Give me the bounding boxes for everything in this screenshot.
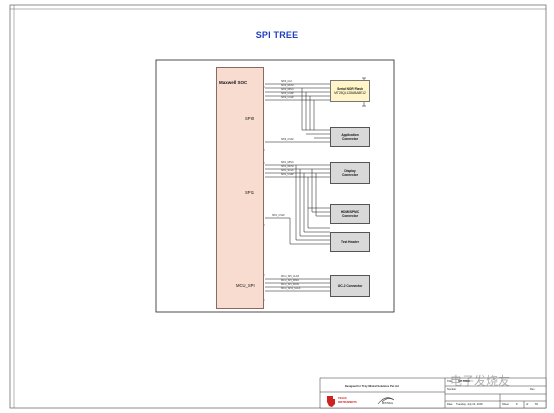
port-label-mcu-spi: MCU_SPI xyxy=(236,283,255,288)
signal-label: SPI1_MOSI xyxy=(281,165,294,168)
sheet-value: 8 xyxy=(516,403,518,406)
disp-label-2: Connector xyxy=(342,173,358,177)
date-value: Tuesday, July 24, 2018 xyxy=(456,403,483,406)
disp-label-1: Display xyxy=(344,169,356,173)
test-header-block: Test Header xyxy=(330,232,370,252)
field-number: Number xyxy=(447,388,457,391)
mistral-logo-icon xyxy=(377,397,395,405)
signal-label: SPI0_MOSI xyxy=(281,84,294,87)
signal-label: SPI0_CLK xyxy=(281,80,293,83)
of-label: of xyxy=(526,403,529,406)
ti-logo-icon xyxy=(327,396,335,407)
soc-block xyxy=(216,67,264,309)
signal-label: SPI0_CS1# xyxy=(281,138,294,141)
i2c-2-connector-block: I2C-2 Connector xyxy=(330,275,370,297)
app-label-1: Application xyxy=(341,133,359,137)
flash-label: Serial NOR Flash xyxy=(337,87,363,91)
signal-label: SPI0_CS0# xyxy=(281,92,294,95)
field-sheet: Sheet xyxy=(502,403,509,406)
spi1-nets xyxy=(265,164,330,245)
signal-label: MCU_SPI_MOSI xyxy=(281,283,300,286)
soc-name: Maxwell SOC xyxy=(219,80,248,85)
sheet-border xyxy=(9,4,547,409)
field-title-value: SPI TREE xyxy=(458,380,470,383)
signal-label: SPI0_CS1# xyxy=(281,96,294,99)
diagram-title: SPI TREE xyxy=(255,30,299,40)
signal-label: SPI1_CS1# xyxy=(272,214,285,217)
designed-for-text: Designed for TI by Mistral Solutions Pvt… xyxy=(345,385,399,388)
i2c-label: I2C-2 Connector xyxy=(337,284,363,288)
app-label-2: Connector xyxy=(342,137,358,141)
serial-nor-flash-block: Serial NOR Flash MT25QL128ABA8E12 xyxy=(330,80,370,102)
signal-label: MCU_SPI1_SCLK xyxy=(281,287,301,290)
port-label-spi0: SPI0 xyxy=(245,116,255,121)
partner-name: MISTRAL xyxy=(382,402,394,405)
signal-label: SPI0_MISO xyxy=(281,88,294,91)
hdmi-label-2: Connector xyxy=(342,214,358,218)
test-label: Test Header xyxy=(340,240,359,244)
sheet-total: 66 xyxy=(535,403,538,406)
watermark-text: 电子发烧友 xyxy=(450,374,511,388)
signal-label: MCU_SPI_CLK# xyxy=(281,275,299,278)
signal-label: MCU_SPI_MISO xyxy=(281,279,300,282)
flash-part: MT25QL128ABA8E12 xyxy=(334,91,366,95)
mcu-nets xyxy=(265,278,330,292)
ti-name-2: INSTRUMENTS xyxy=(338,401,357,404)
application-connector-block: Application Connector xyxy=(330,127,370,147)
signal-label: SPI1_MISO xyxy=(281,161,294,164)
spi0-nets xyxy=(265,77,366,143)
diagram-frame xyxy=(155,59,395,313)
field-rev: Rev xyxy=(530,388,535,391)
zone-ticks xyxy=(10,5,546,408)
field-date: Date xyxy=(447,403,453,406)
port-label-spi1: SPI1 xyxy=(245,190,255,195)
title-block xyxy=(319,377,547,409)
ti-name-1: TEXAS xyxy=(338,397,347,400)
field-title: Title xyxy=(447,380,452,383)
signal-label: SPI1_CS0# xyxy=(281,173,294,176)
hdmi-spmc-connector-block: HDMI/SPMC Connector xyxy=(330,204,370,224)
hdmi-label-1: HDMI/SPMC xyxy=(340,210,360,214)
display-connector-block: Display Connector xyxy=(330,162,370,184)
signal-label: SPI1_SCLK xyxy=(281,169,294,172)
